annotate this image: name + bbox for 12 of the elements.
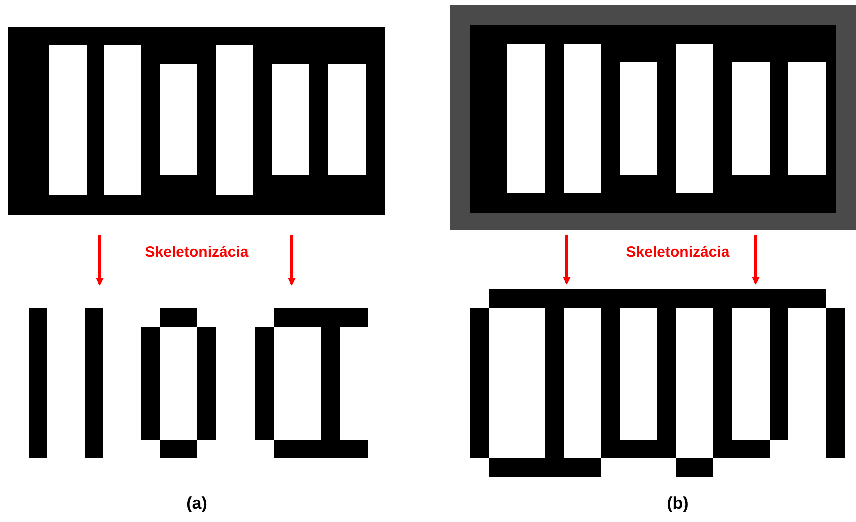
panel-label: (b) [667, 494, 689, 514]
panel-label: (a) [186, 494, 208, 514]
binary-image-drawing [8, 27, 385, 215]
arrow [752, 235, 760, 285]
arrow [288, 235, 296, 286]
process-label: Skeletonizácia [145, 244, 249, 261]
arrow [96, 235, 104, 286]
skeleton-drawing [29, 308, 368, 458]
skeleton-drawing [470, 289, 845, 477]
padded-binary-image-drawing [450, 5, 856, 230]
process-label: Skeletonizácia [626, 244, 730, 261]
arrow [563, 235, 571, 285]
